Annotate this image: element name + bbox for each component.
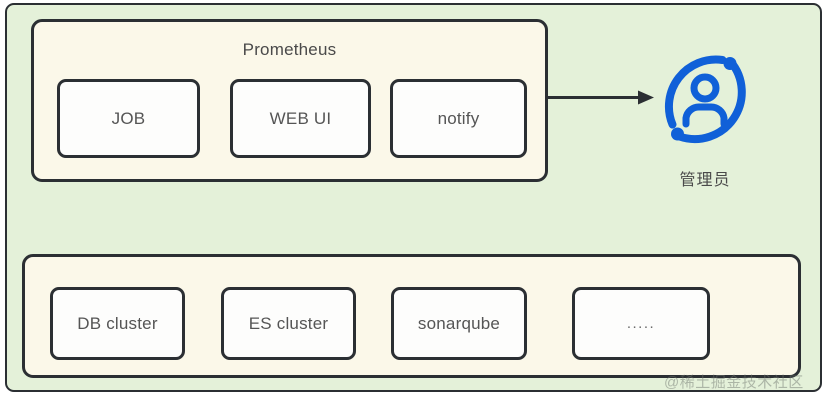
node-job[interactable]: JOB: [57, 79, 200, 158]
actor-admin[interactable]: [650, 44, 760, 154]
user-circle-icon: [664, 55, 746, 144]
actor-admin-label: 管理员: [679, 172, 731, 189]
connector-notify-to-admin: [546, 90, 654, 105]
node-db-cluster[interactable]: DB cluster: [50, 287, 185, 360]
node-notify[interactable]: notify: [390, 79, 527, 158]
node-sonarqube[interactable]: sonarqube: [391, 287, 527, 360]
node-es-cluster[interactable]: ES cluster: [221, 287, 356, 360]
node-web-ui[interactable]: WEB UI: [230, 79, 371, 158]
group-prometheus-title: Prometheus: [242, 40, 337, 59]
node-more[interactable]: .....: [572, 287, 710, 360]
